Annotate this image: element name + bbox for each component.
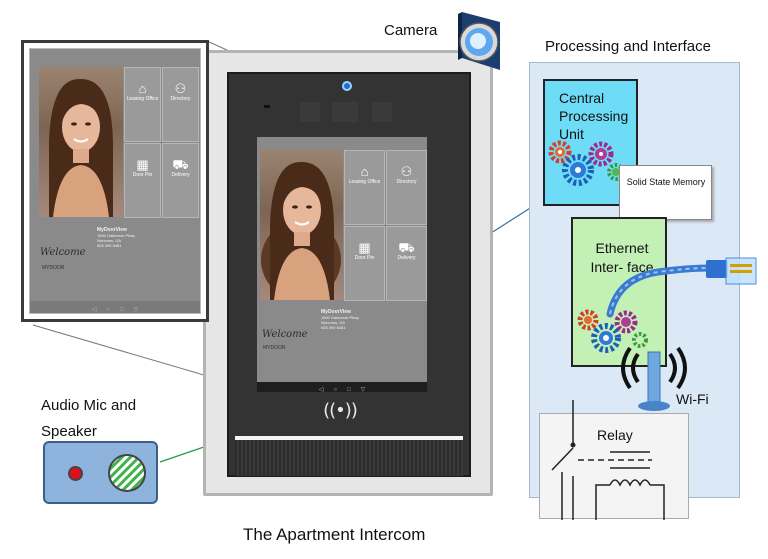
tile-leasing-office[interactable]: ⌂ Leasing Office: [344, 150, 385, 225]
diagram-caption: The Apartment Intercom: [243, 525, 426, 544]
tile-delivery: ⛟ Delivery: [162, 143, 199, 218]
logo-text: MYDOOR: [263, 345, 286, 351]
delivery-truck-icon: ⛟: [172, 157, 189, 172]
address-line: Norcross, GA: [321, 320, 346, 325]
tile-door-pin: ▦ Door Pin: [124, 143, 161, 218]
screen-inset: ⌂ Leasing Office ⚇ Directory ▦ Door Pin …: [21, 40, 209, 322]
tile-door-pin[interactable]: ▦ Door Pin: [344, 226, 385, 301]
directory-icon: ⚇: [174, 81, 187, 96]
home-icon: ⌂: [360, 164, 369, 179]
tile-label: Leasing Office: [126, 96, 159, 102]
home-icon: ⌂: [138, 81, 147, 96]
tile-label: Delivery: [171, 172, 190, 178]
touch-screen[interactable]: ⌂ Leasing Office ⚇ Directory ▦ Door Pin …: [257, 137, 427, 393]
delivery-truck-icon: ⛟: [398, 240, 415, 255]
speaker-icon: [108, 454, 146, 492]
android-nav-bar: ◁○□▽: [257, 382, 427, 393]
gear-icon: [548, 140, 625, 186]
tile-directory: ⚇ Directory: [162, 67, 199, 142]
tile-label: Leasing Office: [348, 179, 381, 185]
memory-label: Solid State Memory: [626, 177, 706, 187]
brand-name: MyDoorView: [97, 227, 127, 233]
phone-number: 555 395 5481: [321, 325, 346, 330]
keypad-icon: ▦: [136, 157, 149, 172]
address-line: Norcross, GA: [97, 238, 122, 243]
resident-photo: [39, 67, 123, 217]
ethernet-cable-icon: [606, 257, 757, 318]
android-nav-bar: ◁○□▽: [30, 301, 200, 313]
wifi-icon: [621, 346, 687, 411]
tile-leasing-office: ⌂ Leasing Office: [124, 67, 161, 142]
phone-number: 555 395 5481: [97, 243, 122, 248]
audio-module: [43, 441, 158, 504]
inset-screen: ⌂ Leasing Office ⚇ Directory ▦ Door Pin …: [29, 48, 201, 314]
relay-switch-icon: [551, 400, 665, 520]
nfc-icon: ((•)): [323, 400, 358, 421]
sensor-window: [372, 102, 392, 122]
camera-label: Camera: [384, 22, 438, 39]
keypad-icon: ▦: [358, 240, 371, 255]
ethernet-label: Ethernet Inter- face: [590, 240, 654, 275]
address-line: 1500 Oakbrook Pkwy: [321, 315, 360, 320]
relay-label: Relay: [597, 427, 633, 443]
building-address: MyDoorView 1500 Oakbrook Pkwy Norcross, …: [321, 309, 360, 331]
tile-label: Directory: [396, 179, 417, 185]
sensor-window: [332, 102, 358, 122]
sensor-dot: [264, 105, 270, 108]
cpu-label: Central Processing Unit: [559, 90, 629, 142]
tile-label: Directory: [170, 96, 191, 102]
gear-icon: [577, 309, 648, 353]
wifi-label: Wi-Fi: [676, 391, 709, 407]
logo-text: MYDOOR: [42, 265, 65, 271]
directory-icon: ⚇: [400, 164, 413, 179]
speaker-grille-icon: [235, 440, 463, 476]
microphone-icon: [68, 466, 83, 481]
tile-delivery[interactable]: ⛟ Delivery: [386, 226, 427, 301]
light-strip: [235, 436, 463, 441]
audio-label: Audio Mic and Speaker: [41, 397, 137, 440]
welcome-text: Welcome: [262, 329, 308, 340]
tile-label: Door Pin: [132, 172, 153, 178]
welcome-text: Welcome: [40, 247, 86, 258]
sensor-window: [300, 102, 320, 122]
tile-label: Door Pin: [354, 255, 375, 261]
tile-directory[interactable]: ⚇ Directory: [386, 150, 427, 225]
tile-label: Delivery: [397, 255, 416, 261]
brand-name: MyDoorView: [321, 309, 351, 315]
memory-box: Solid State Memory: [619, 165, 712, 220]
address-line: 1500 Oakbrook Pkwy: [97, 233, 136, 238]
camera-icon: [458, 12, 500, 70]
camera-lens: [342, 81, 352, 91]
building-address: MyDoorView 1500 Oakbrook Pkwy Norcross, …: [97, 227, 136, 249]
resident-photo: [260, 150, 343, 300]
processing-title: Processing and Interface: [545, 38, 711, 55]
